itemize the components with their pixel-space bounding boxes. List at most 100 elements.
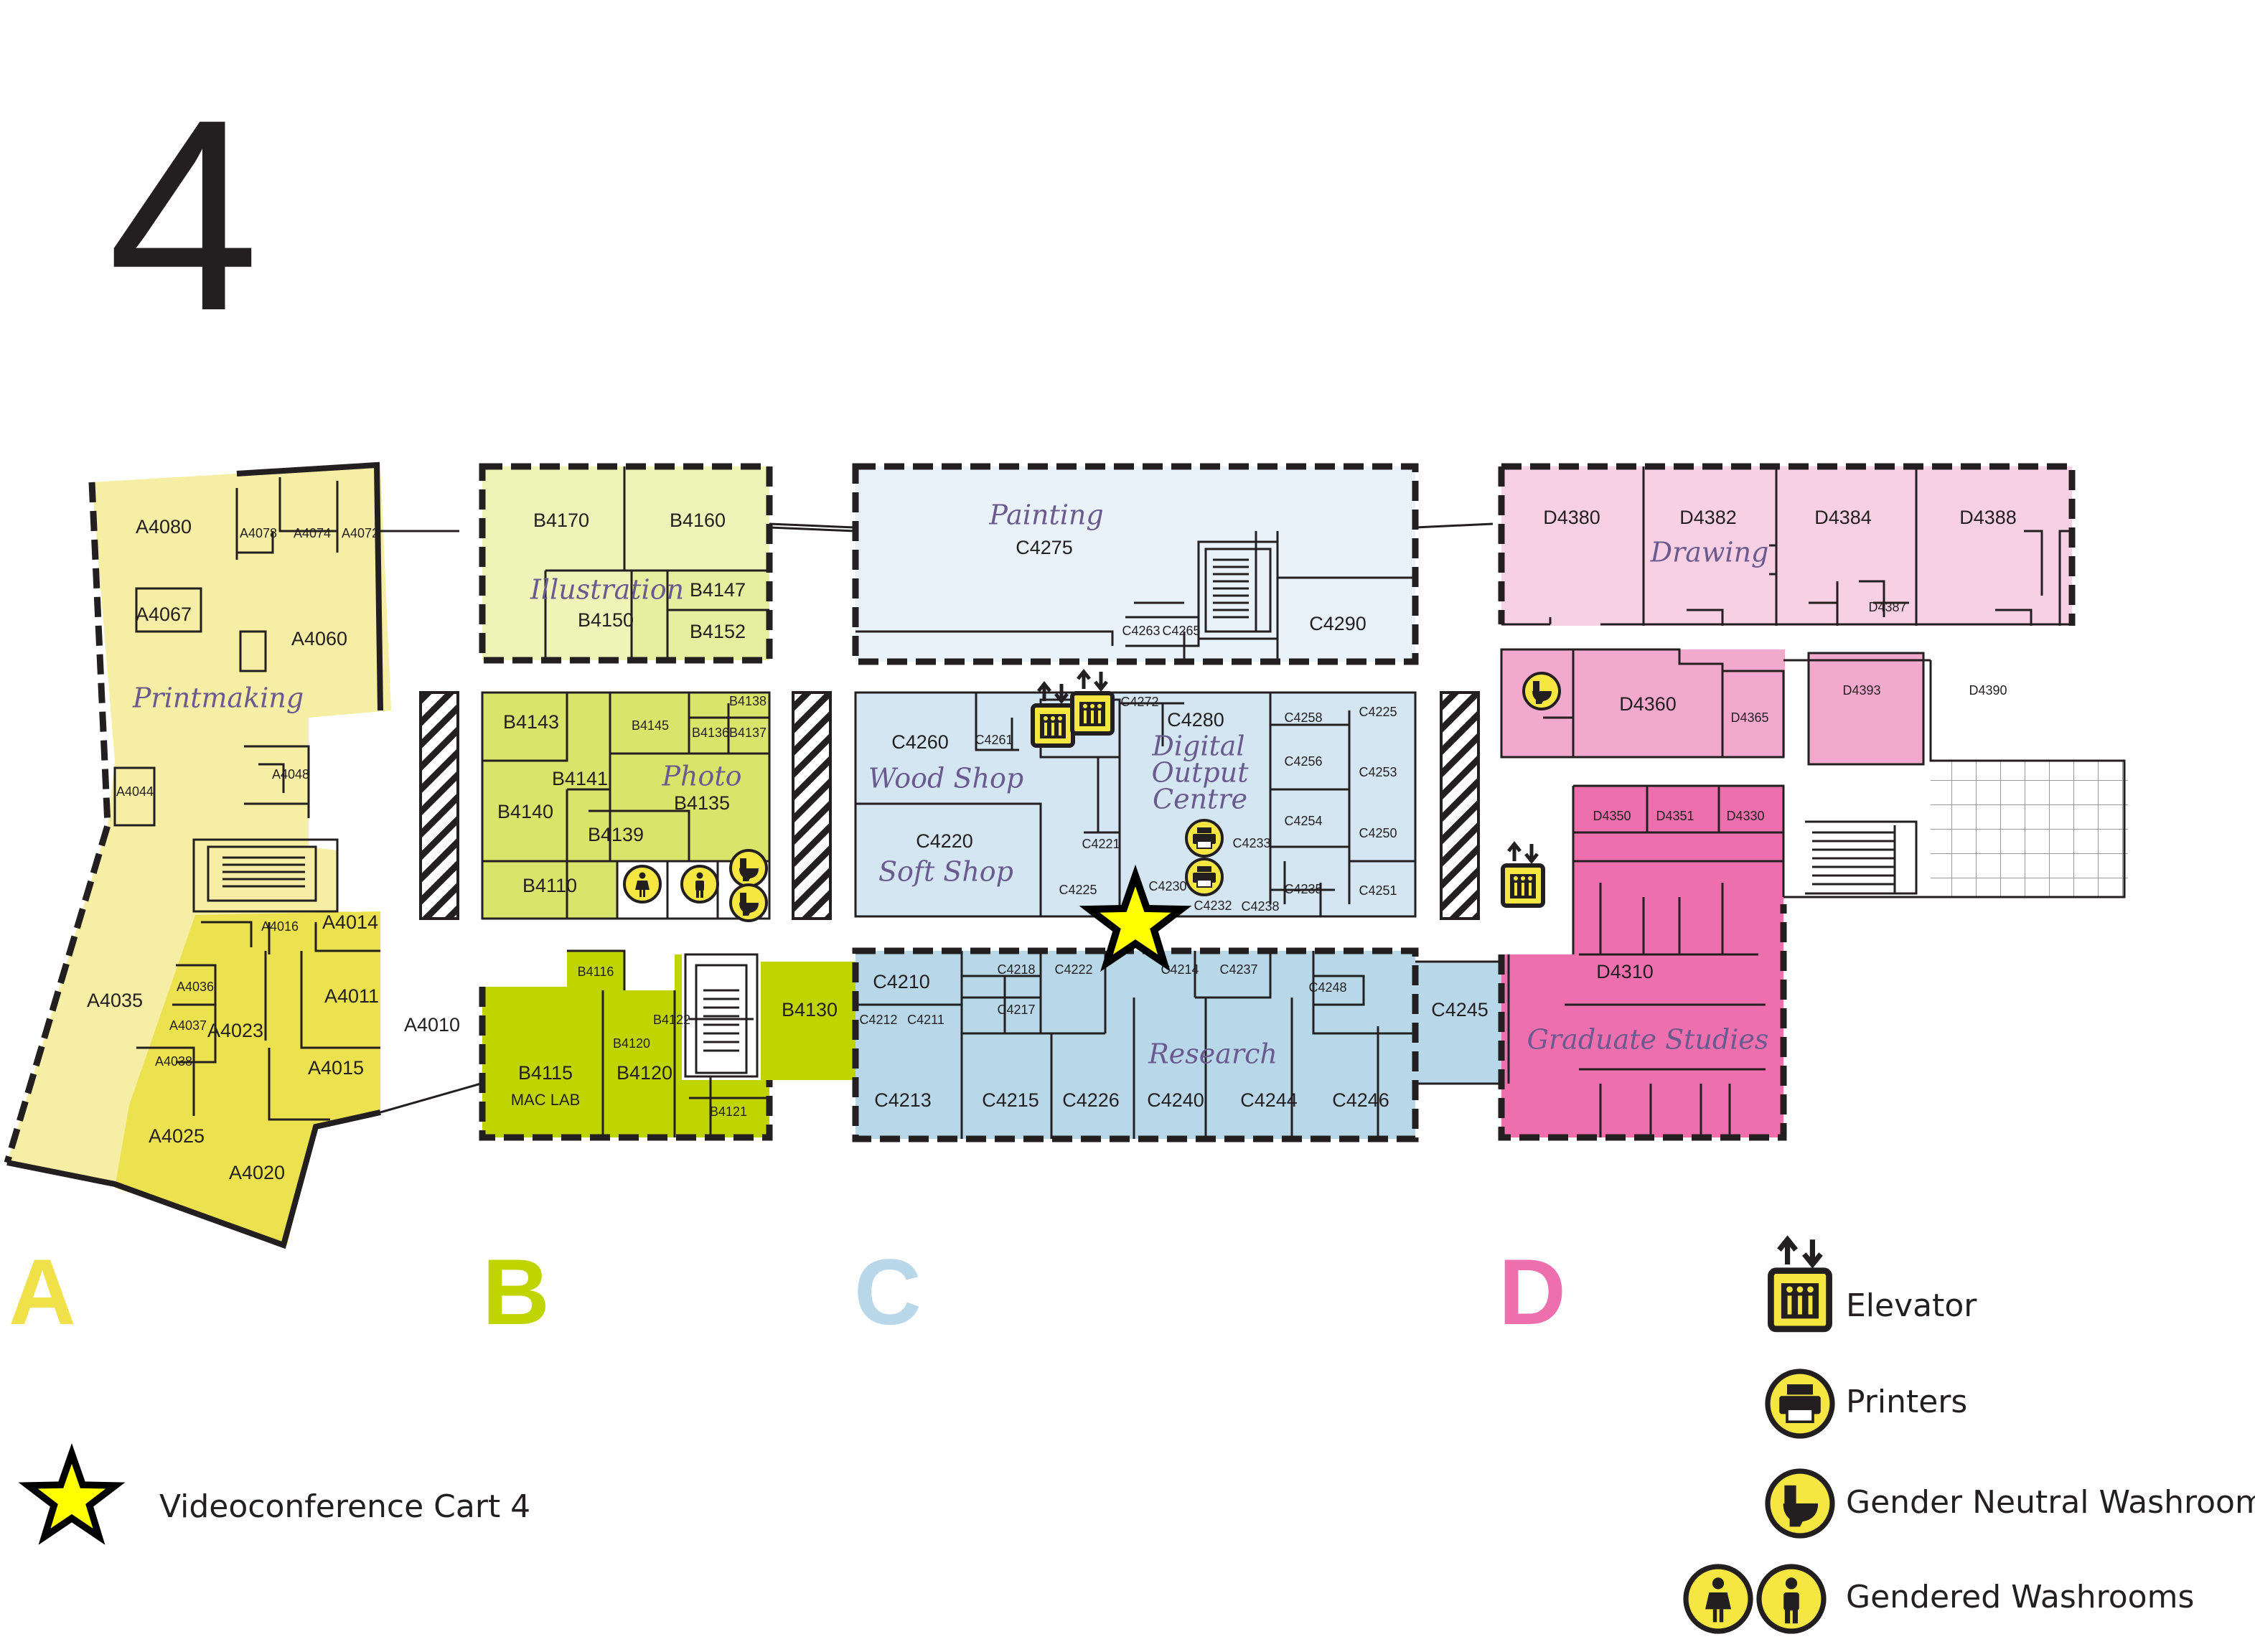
room-b4120-small: B4120 [613,1036,650,1051]
zone-wood-shop: Wood Shop [868,763,1023,794]
room-c4265: C4265 [1162,624,1200,638]
legend-star-icon [28,1453,116,1536]
room-b4110: B4110 [522,875,577,896]
room-d4382: D4382 [1679,507,1737,528]
room-a4025: A4025 [149,1125,205,1147]
room-c4213: C4213 [874,1089,932,1111]
legend-gender-neutral-icon [1768,1471,1832,1536]
section-a-dark-area [115,911,380,1245]
room-c4210: C4210 [873,971,930,992]
room-c4251: C4251 [1359,883,1397,898]
gender-neutral-washroom-icon-2 [729,883,768,922]
room-a4016: A4016 [261,919,299,934]
section-c-top-area [855,466,1415,662]
room-b4150: B4150 [578,609,634,631]
room-a4020: A4020 [229,1162,285,1183]
room-a4035: A4035 [87,990,143,1011]
room-b4140: B4140 [497,801,553,822]
room-d4380: D4380 [1543,507,1600,528]
printer-icon-2 [1185,858,1224,896]
room-c4263: C4263 [1122,624,1160,638]
male-washroom-icon [680,865,719,904]
room-c4215: C4215 [982,1089,1039,1111]
room-c4217: C4217 [997,1003,1035,1017]
room-d4387: D4387 [1868,600,1906,614]
room-c4218: C4218 [997,962,1035,977]
room-b4147: B4147 [690,579,746,601]
section-d: D4380 D4382 Drawing D4384 D4388 D4387 D4… [1498,463,2128,1141]
section-letter-d: D [1499,1239,1566,1344]
hatched-column-3 [1440,691,1480,920]
room-b4160: B4160 [670,510,726,531]
section-letter-b: B [482,1239,550,1344]
hatched-column-2 [792,691,832,920]
zone-printmaking: Printmaking [132,682,304,714]
room-c4226: C4226 [1062,1089,1120,1111]
room-c4240: C4240 [1147,1089,1204,1111]
room-c4221: C4221 [1082,837,1120,851]
room-b4121: B4121 [710,1104,747,1119]
zone-digital-output-1: Digital [1151,731,1244,762]
room-b4115: B4115 [518,1062,573,1084]
room-a4067: A4067 [136,604,192,625]
room-b4170: B4170 [533,510,589,531]
female-washroom-icon [623,865,662,904]
room-c4235: C4235 [1284,882,1322,896]
room-a4015: A4015 [308,1057,364,1079]
room-b4136: B4136 [692,726,729,740]
room-c4280: C4280 [1167,709,1224,731]
room-c4244: C4244 [1240,1089,1298,1111]
room-c4225-b: C4225 [1059,883,1097,897]
room-c4230: C4230 [1148,879,1186,893]
hatched-column-1 [419,691,459,920]
legend-printers-label: Printers [1846,1384,1968,1420]
room-b4145: B4145 [632,718,669,733]
room-c4261: C4261 [975,733,1013,747]
room-a4010: A4010 [404,1014,460,1036]
room-c4253: C4253 [1359,765,1397,779]
legend-videoconference-label: Videoconference Cart 4 [159,1488,531,1525]
room-d4310: D4310 [1596,961,1654,982]
section-b-bottom-area [482,951,855,1137]
zone-digital-output-3: Centre [1153,784,1247,815]
room-b4141: B4141 [552,768,608,789]
legend-elevator-label: Elevator [1846,1287,1977,1324]
section-c-bottom-area [855,951,1415,1139]
section-a: A4080 A4078 A4074 A4072 A4067 A4060 Prin… [4,461,482,1249]
room-c4275: C4275 [1016,537,1073,558]
room-a4048: A4048 [272,767,309,782]
legend-printer-icon [1768,1371,1832,1436]
room-b4139: B4139 [588,824,644,845]
room-c4260: C4260 [891,731,949,753]
section-letter-a: A [9,1239,76,1344]
room-a4037: A4037 [169,1018,207,1033]
zone-digital-output-2: Output [1152,757,1250,789]
printer-icon-1 [1185,819,1224,858]
room-d4393: D4393 [1842,683,1880,698]
room-c4248: C4248 [1308,980,1346,995]
room-b4152: B4152 [690,621,746,642]
room-a4078: A4078 [240,526,277,540]
legend-male-icon [1759,1567,1824,1631]
section-b: B4170 B4160 Illustration B4147 B4150 B41… [479,463,855,1141]
room-d4360: D4360 [1619,693,1677,715]
room-c4220: C4220 [916,830,973,852]
room-b4120: B4120 [617,1062,672,1084]
room-d4390: D4390 [1969,683,2007,698]
room-d4351: D4351 [1656,809,1694,823]
legend-gender-neutral-label: Gender Neutral Washroom [1846,1484,2255,1521]
room-a4011: A4011 [324,985,379,1007]
room-c4212: C4212 [859,1013,897,1027]
room-c4272: C4272 [1120,695,1158,709]
room-a4023: A4023 [207,1020,263,1041]
section-letter-c: C [854,1239,922,1344]
legend-elevator-icon [1771,1239,1829,1329]
room-d4365: D4365 [1730,710,1768,725]
zone-photo: Photo [661,761,741,792]
section-c: Painting C4275 C4263 C4265 C4290 C4260 C… [769,463,1510,1142]
room-a4036: A4036 [177,980,214,994]
room-a4080: A4080 [136,516,192,538]
room-mac-lab: MAC LAB [511,1091,581,1109]
room-c4245: C4245 [1431,999,1489,1020]
gender-neutral-washroom-icon [729,849,768,888]
